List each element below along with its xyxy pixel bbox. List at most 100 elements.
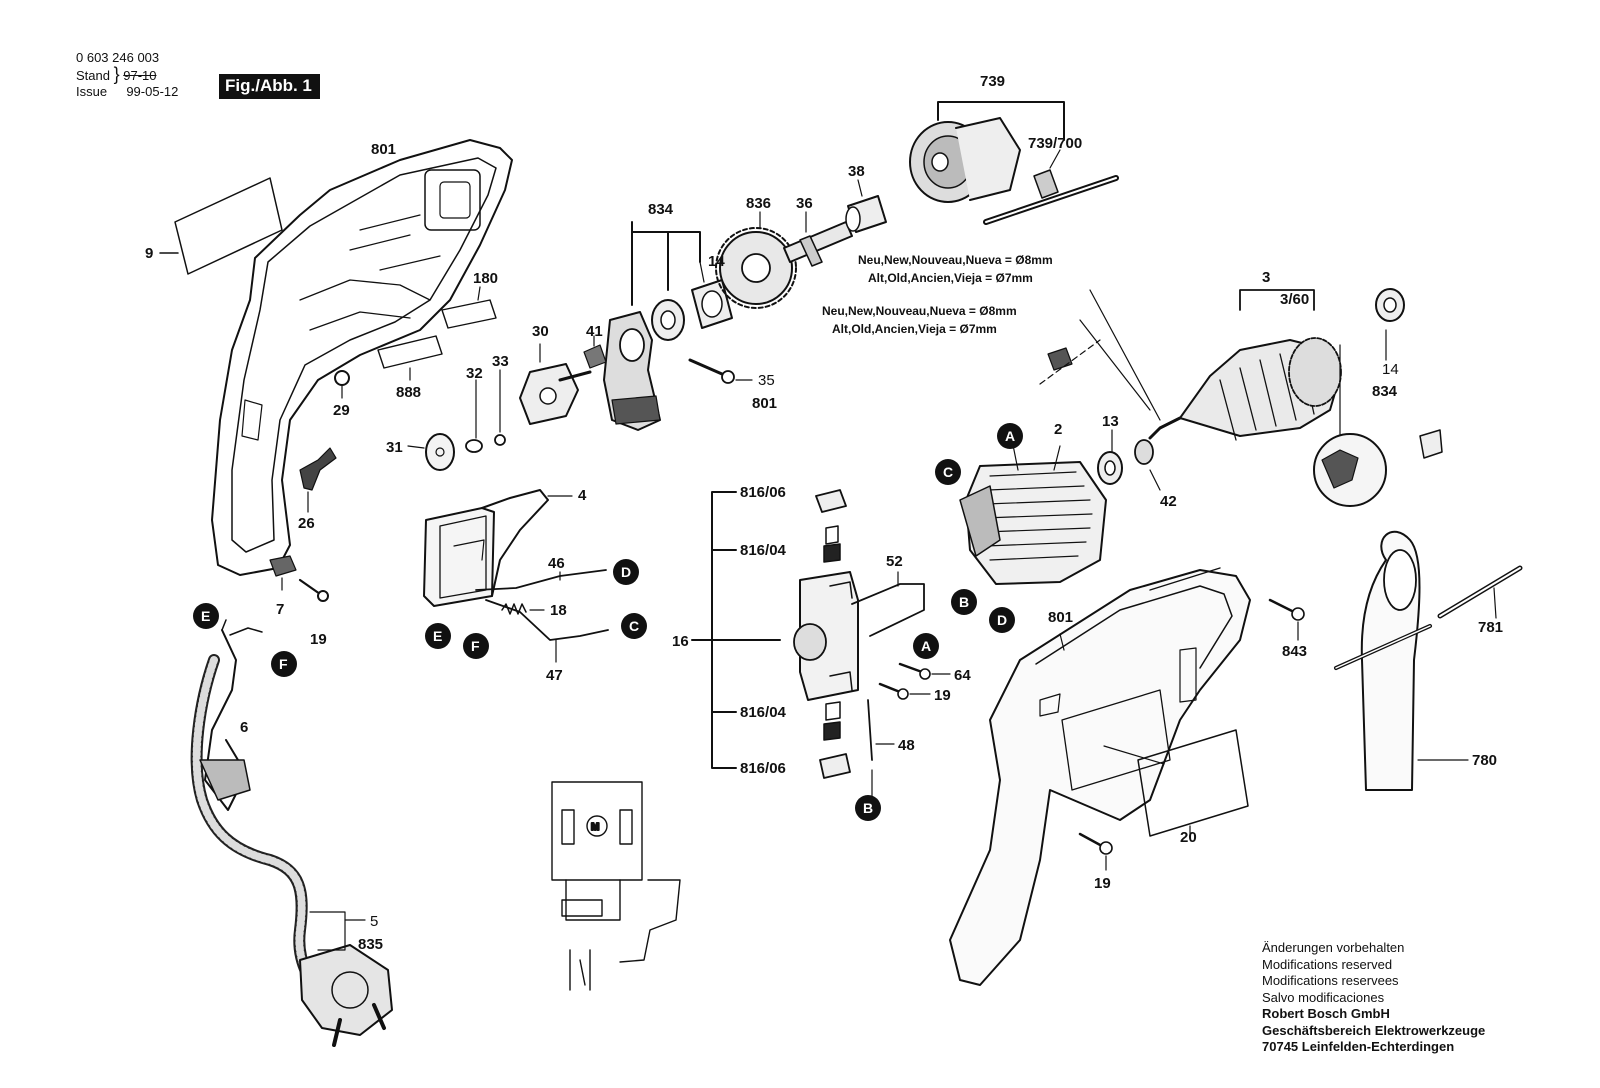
- housing-right-half: [949, 567, 1251, 986]
- brush-816-04-top: [823, 525, 841, 563]
- issue-row: Issue 99-05-12: [76, 84, 178, 100]
- drill-chuck-739: [909, 117, 1021, 203]
- label-180: 180: [473, 270, 498, 287]
- notice-line-1: Änderungen vorbehalten: [1262, 940, 1405, 955]
- label-16: 16: [672, 633, 689, 650]
- label-780: 780: [1472, 752, 1497, 769]
- brush-cap-816-06-bottom: [819, 753, 851, 779]
- switch-lever-26: [299, 447, 337, 491]
- issue-date: 99-05-12: [126, 84, 179, 99]
- ring-29: [334, 370, 350, 386]
- note-alt-1: Alt,Old,Ancien,Vieja = Ø7mm: [868, 271, 1033, 285]
- ref-D-switch: D: [613, 559, 639, 585]
- legal-notice: Änderungen vorbehalten Modifications res…: [1262, 940, 1485, 1056]
- part-labels: 801 9 180 888 29 26 7 19 6 5 835 834 14 …: [145, 73, 1503, 953]
- washer-33: [494, 434, 506, 446]
- ref-A-top: A: [997, 423, 1023, 449]
- label-48: 48: [898, 737, 915, 754]
- label-836: 836: [746, 195, 771, 212]
- notice-division: Geschäftsbereich Elektrowerkzeuge: [1262, 1022, 1486, 1038]
- label-18: 18: [550, 602, 567, 619]
- label-38: 38: [848, 163, 865, 180]
- ref-D-coil: D: [989, 607, 1015, 633]
- notice-line-2: Modifications reserved: [1262, 956, 1393, 972]
- ref-A-brush: A: [913, 633, 939, 659]
- label-42: 42: [1160, 493, 1177, 510]
- diameter-notes: Neu,New,Nouveau,Nueva = Ø8mm Alt,Old,Anc…: [822, 253, 1053, 336]
- svg-text:D: D: [997, 612, 1007, 628]
- ref-F-switch: F: [463, 633, 489, 659]
- plug-835: [299, 944, 393, 1047]
- svg-text:A: A: [1005, 428, 1015, 444]
- field-coil-2: [959, 461, 1107, 585]
- label-plate-888: [377, 335, 443, 369]
- svg-text:A: A: [921, 638, 931, 654]
- ref-F-cable: F: [271, 651, 297, 677]
- ref-E-cable: E: [193, 603, 219, 629]
- label-19a: 19: [310, 631, 327, 648]
- armature-3: [1148, 337, 1342, 441]
- stand-row: Stand } 97-10: [76, 65, 178, 84]
- label-19b: 19: [934, 687, 951, 704]
- svg-text:C: C: [943, 464, 953, 480]
- label-6: 6: [240, 719, 248, 736]
- label-plate-180: [441, 299, 497, 329]
- notice-address: 70745 Leinfelden-Echterdingen: [1262, 1039, 1455, 1054]
- spindle-36: [783, 221, 853, 267]
- svg-text:M: M: [591, 822, 599, 833]
- ref-B-coil: B: [951, 589, 977, 615]
- label-801b: 801: [752, 395, 777, 412]
- washer-32: [465, 439, 483, 453]
- washer-14: [651, 299, 685, 341]
- label-19c: 19: [1094, 875, 1111, 892]
- note-alt-2: Alt,Old,Ancien,Vieja = Ø7mm: [832, 322, 997, 336]
- note-neu-2: Neu,New,Nouveau,Nueva = Ø8mm: [822, 304, 1017, 318]
- callout-16: [711, 491, 781, 769]
- ref-E-switch: E: [425, 623, 451, 649]
- label-33: 33: [492, 353, 509, 370]
- screw-19-middle: [878, 682, 909, 700]
- svg-text:E: E: [433, 628, 442, 644]
- chuck-key-739-700: [983, 169, 1119, 225]
- part-number: 0 603 246 003: [76, 50, 160, 65]
- label-31: 31: [386, 439, 403, 456]
- label-32: 32: [466, 365, 483, 382]
- label-843: 843: [1282, 643, 1307, 660]
- label-835: 835: [358, 936, 383, 953]
- brush-cap-816-06-top: [815, 489, 847, 513]
- label-4: 4: [578, 487, 587, 504]
- label-29: 29: [333, 402, 350, 419]
- label-801a: 801: [371, 141, 396, 158]
- cable-clamp-7: [269, 555, 297, 577]
- label-2: 2: [1054, 421, 1062, 438]
- label-3-60: 3/60: [1280, 291, 1309, 308]
- notice-line-4: Salvo modificaciones: [1262, 989, 1385, 1005]
- label-816-06a: 816/06: [740, 484, 786, 501]
- label-20: 20: [1180, 829, 1197, 846]
- bearing-13: [1097, 451, 1123, 485]
- label-46: 46: [548, 555, 565, 572]
- label-sticker-9: [174, 177, 283, 275]
- ring-42: [1134, 439, 1154, 465]
- auxiliary-handle-780: [1334, 530, 1432, 791]
- label-7: 7: [276, 601, 284, 618]
- svg-text:F: F: [279, 656, 288, 672]
- label-834b: 834: [1372, 383, 1398, 400]
- label-47: 47: [546, 667, 563, 684]
- label-801c: 801: [1048, 609, 1073, 626]
- brush-816-04-bottom: [823, 701, 841, 741]
- bearing-plate-41: [603, 311, 661, 431]
- label-14a: 14: [708, 253, 725, 270]
- screw-843: [1268, 598, 1305, 621]
- label-41: 41: [586, 323, 603, 340]
- label-816-06b: 816/06: [740, 760, 786, 777]
- gear-836: [715, 227, 797, 309]
- label-816-04a: 816/04: [740, 542, 787, 559]
- detail-magnifier: [1313, 344, 1387, 507]
- wiring-schematic: [551, 781, 681, 991]
- disk-30: [519, 363, 592, 425]
- label-26: 26: [298, 515, 315, 532]
- label-35: 35: [758, 372, 775, 389]
- label-30: 30: [532, 323, 549, 340]
- ref-B-brush: B: [855, 795, 881, 821]
